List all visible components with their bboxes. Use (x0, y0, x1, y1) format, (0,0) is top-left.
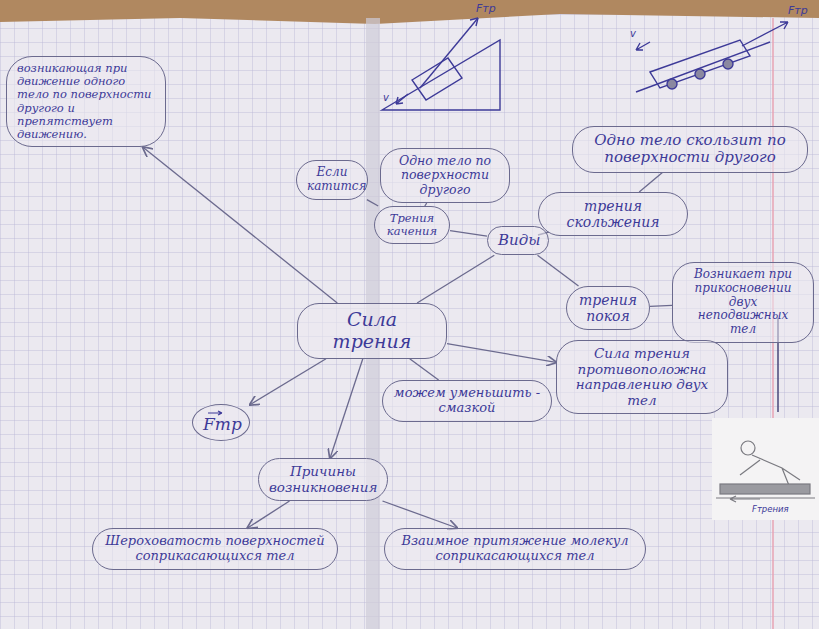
bubble-text: Виды (498, 232, 538, 249)
rolling-sketch (636, 22, 788, 92)
velocity-arrow (396, 94, 408, 104)
topic-bubble: возникающая при движение одного тело по … (6, 56, 166, 147)
bubble-text: трения скольжения (549, 198, 677, 230)
topic-bubble: Трения качения (374, 206, 450, 244)
force-label: Fтр (788, 4, 808, 17)
force-arrow (420, 18, 478, 88)
connector-line (367, 200, 378, 206)
bubble-text: Сила трения противоположна направлению д… (567, 346, 717, 408)
bubble-text: Одно тело скользит по поверхности другог… (583, 132, 797, 167)
bubble-text: Трения качения (385, 212, 439, 238)
topic-bubble: Шероховатость поверхностей соприкасающих… (92, 528, 338, 570)
bubble-text: Причины возникновения (269, 464, 377, 495)
topic-bubble: Одно тело скользит по поверхности другог… (572, 126, 808, 173)
bubble-text: Возникает при прикосновении двух неподви… (683, 268, 803, 337)
topic-bubble: Взаимное притяжение молекул соприкасающи… (384, 528, 646, 570)
connector-line (248, 501, 290, 528)
connector-line (330, 359, 363, 458)
person-sketch (716, 441, 815, 502)
topic-bubble: Если катится (296, 160, 368, 200)
connector-line (410, 359, 439, 380)
connector-line (639, 173, 662, 193)
connector-line (250, 359, 326, 405)
bubble-text: возникающая при движение одного тело по … (17, 62, 155, 141)
picture-ground (712, 418, 819, 520)
connector-line (450, 231, 487, 236)
body (740, 455, 800, 488)
wheel (667, 79, 677, 89)
connector-line (650, 305, 672, 306)
bubble-text: трения покоя (577, 292, 639, 324)
bubble-text: можем уменьшить - смазкой (393, 386, 541, 416)
wheel (695, 69, 705, 79)
topic-bubble: Fтр (192, 404, 250, 441)
cart-body (650, 40, 750, 88)
desk-edge (0, 0, 819, 24)
head (741, 441, 755, 455)
central-topic: Сила трения (297, 303, 447, 359)
topic-bubble: Причины возникновения (258, 458, 388, 501)
topic-bubble: трения покоя (566, 286, 650, 330)
friction-arrow (730, 496, 760, 502)
arrow-head (470, 18, 478, 26)
connector-line (383, 501, 458, 528)
connector-line (447, 344, 556, 363)
topic-bubble: Одно тело по поверхности другого (380, 148, 510, 203)
block (720, 484, 810, 494)
wheel (723, 59, 733, 69)
force-label: Fтрения (752, 504, 789, 514)
connector-line (417, 255, 494, 303)
force-label: v (383, 92, 389, 103)
incline (382, 40, 500, 110)
sliding-sketch (382, 18, 500, 110)
topic-bubble: Виды (487, 226, 549, 255)
incline (636, 42, 770, 92)
force-label: v (630, 28, 636, 39)
bubble-text: Если катится (307, 166, 357, 194)
bubble-text: Взаимное притяжение молекул соприкасающи… (395, 534, 635, 564)
bubble-text: Шероховатость поверхностей соприкасающих… (103, 534, 327, 564)
pasted-picture (712, 418, 819, 520)
bubble-text: Сила трения (308, 309, 436, 353)
connector-line (538, 255, 579, 286)
block (412, 58, 462, 100)
topic-bubble: Сила трения противоположна направлению д… (556, 340, 728, 414)
topic-bubble: трения скольжения (538, 192, 688, 236)
force-label: Fтр (476, 2, 496, 15)
topic-bubble: Возникает при прикосновении двух неподви… (672, 262, 814, 343)
topic-bubble: можем уменьшить - смазкой (382, 380, 552, 422)
bubble-text: Fтр (203, 415, 239, 435)
bubble-text: Одно тело по поверхности другого (391, 154, 499, 197)
velocity-arrow (636, 42, 650, 50)
force-arrow (742, 22, 788, 46)
